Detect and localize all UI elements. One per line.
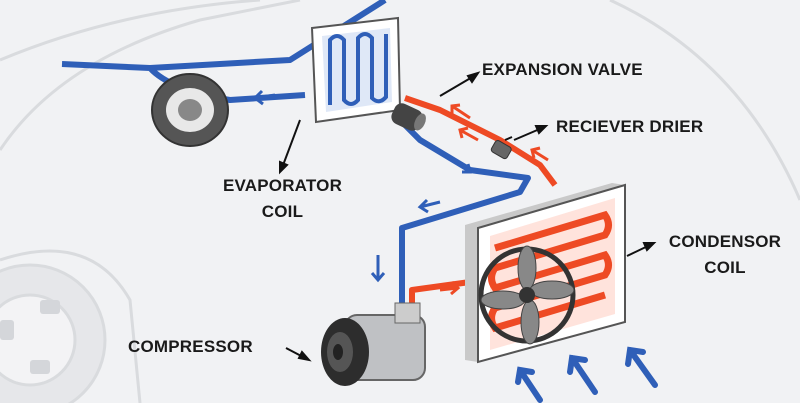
low-pressure-line [61,0,531,312]
receiver-drier [490,140,512,160]
airflow-arrows [515,346,658,403]
wheel [0,300,60,374]
label-expansion-valve: EXPANSION VALVE [482,60,643,79]
blower-fan [151,73,229,147]
evaporator-coil [310,16,402,124]
label-evaporator-coil: EVAPORATOR COIL [210,173,355,225]
label-compressor: COMPRESSOR [128,337,253,356]
expansion-valve [391,103,426,131]
label-condensor-line2: COIL [704,258,746,277]
label-pointers [279,71,657,362]
label-condensor-coil: CONDENSOR COIL [660,229,790,281]
flow-arrows-red [439,103,549,296]
label-evaporator-line1: EVAPORATOR [222,176,343,195]
label-condensor-line1: CONDENSOR [668,232,782,251]
compressor [321,302,426,386]
condensor-coil [465,183,626,364]
label-receiver-drier: RECIEVER DRIER [556,117,704,136]
high-pressure-line [404,95,558,305]
label-evaporator-line2: COIL [261,202,304,221]
flow-arrows-blue [252,89,472,283]
